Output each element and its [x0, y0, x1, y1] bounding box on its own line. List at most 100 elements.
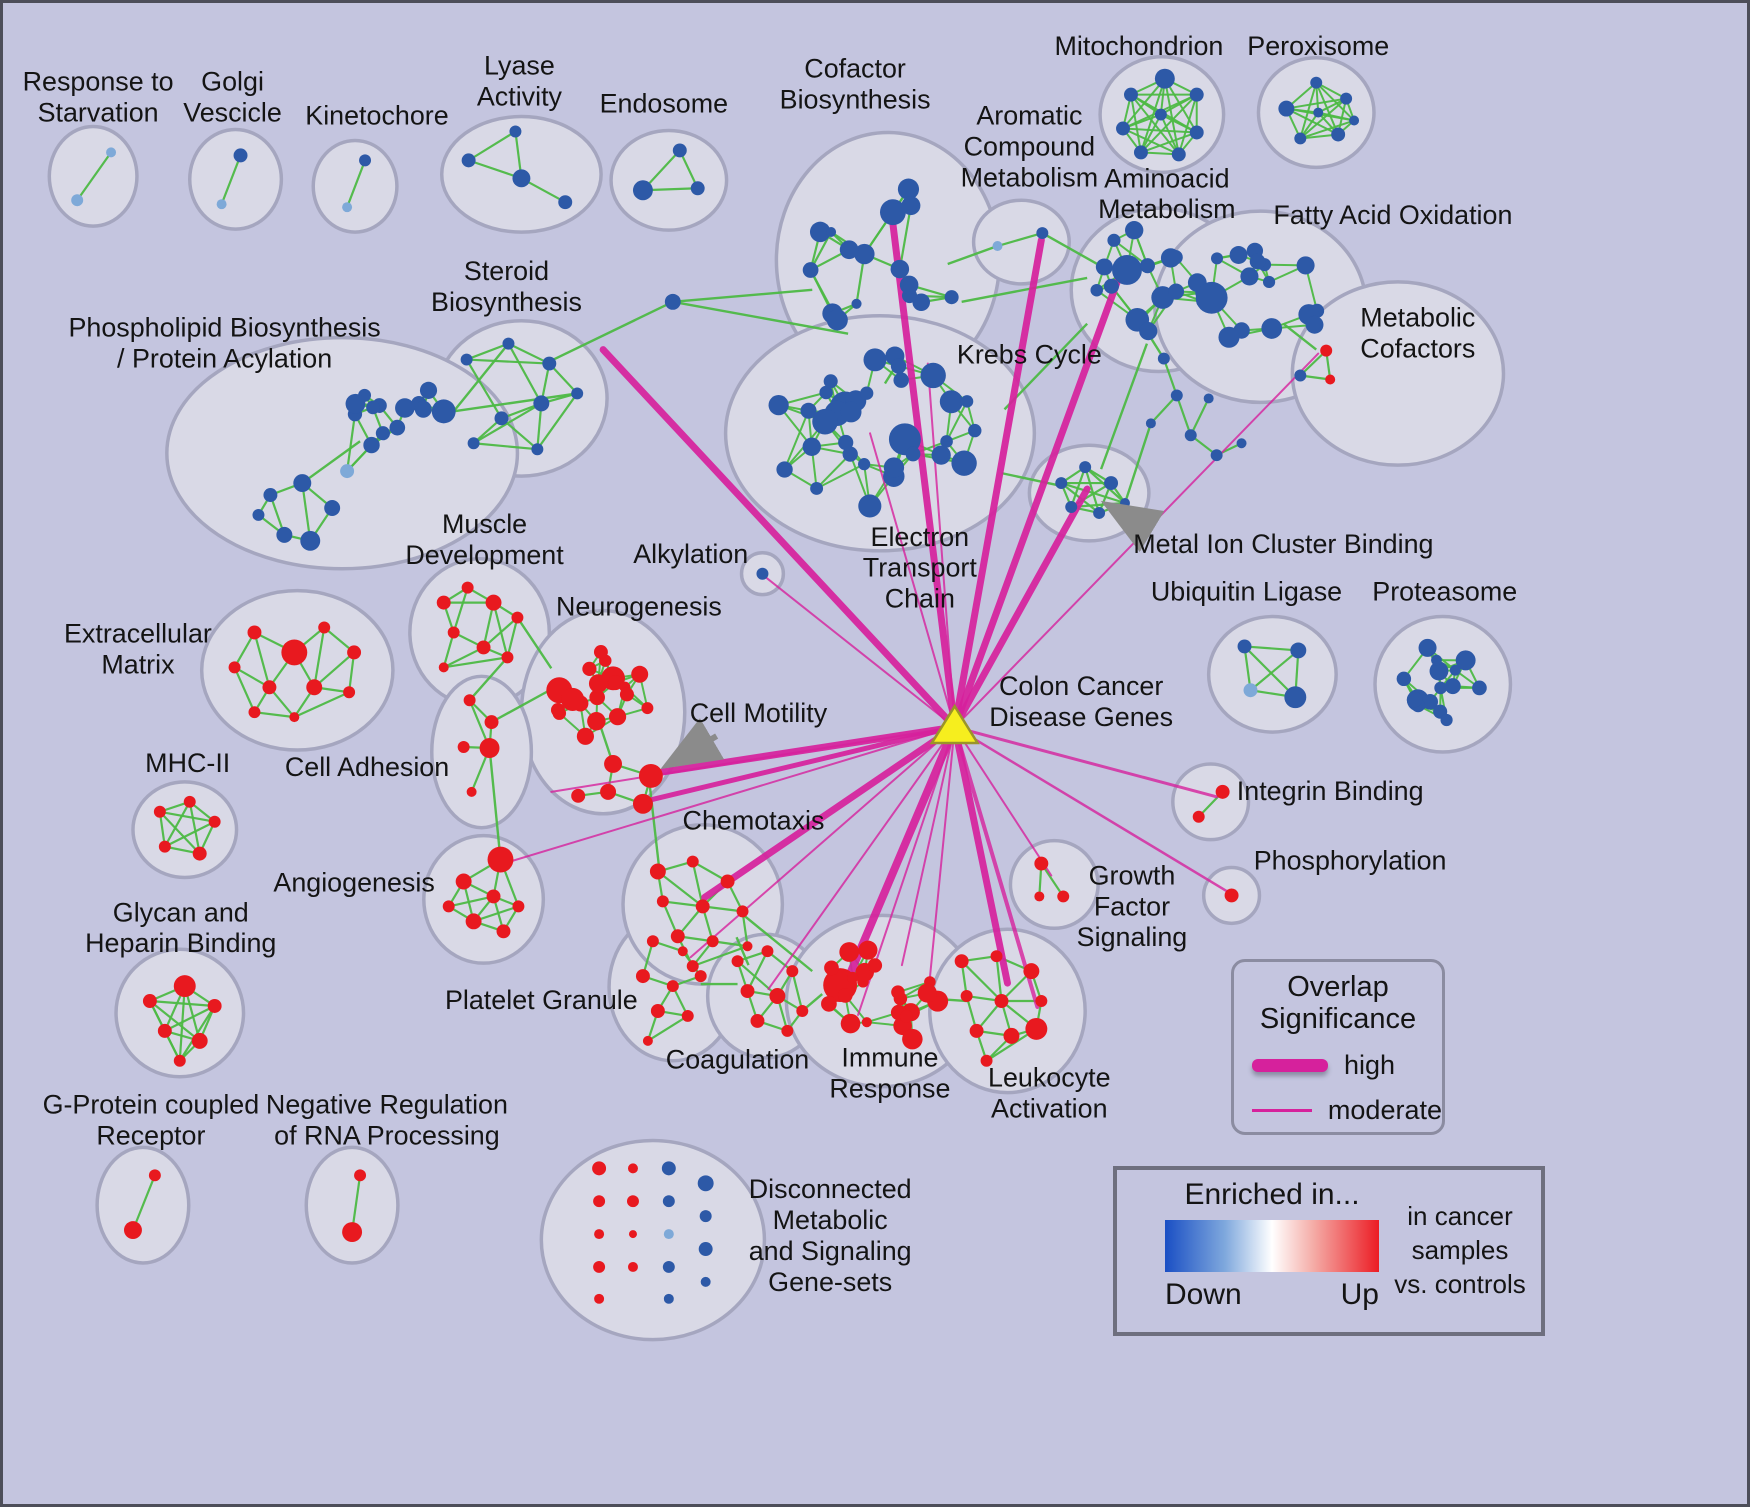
disconnected-gene-sets-node — [592, 1161, 607, 1176]
electron-transport-chain-node — [800, 402, 817, 419]
metabolic-cofactors-node — [1294, 369, 1307, 382]
phospholipid-biosynthesis-node — [340, 464, 355, 479]
cofactor-biosynthesis-node — [802, 262, 819, 278]
cell-motility-nodes-node — [638, 763, 663, 788]
g-protein-coupled-receptor-edge — [131, 1174, 156, 1231]
ubiquitin-ligase-node — [1290, 642, 1307, 659]
electron-transport-chain-node — [920, 362, 946, 389]
metabolic-trail-edge — [1162, 358, 1178, 396]
disconnected-gene-sets-node — [662, 1260, 675, 1273]
gene-overlap-edge — [490, 687, 554, 724]
neurogenesis-node — [607, 675, 624, 691]
immune-response-node — [899, 1009, 913, 1023]
metal-ion-cluster-binding-edge — [1070, 466, 1087, 508]
integrin-binding-node — [1192, 810, 1205, 823]
electron-transport-chain-node — [863, 348, 887, 372]
steroid-biosynthesis-node — [531, 443, 544, 456]
disconnected-gene-sets-node — [663, 1229, 674, 1240]
metabolic-trail-node — [1145, 418, 1156, 429]
leukocyte-activation-bubble — [928, 927, 1087, 1095]
mhc-ii-node — [208, 815, 221, 828]
disconnected-gene-sets-node — [663, 1293, 674, 1304]
proteasome-node — [1406, 691, 1423, 708]
endosome-node — [690, 181, 705, 196]
cofactor-biosynthesis-edge — [898, 205, 912, 270]
ubiquitin-ligase-label: Ubiquitin Ligase — [1151, 577, 1342, 607]
gene-overlap-edge — [516, 616, 553, 670]
proteasome-node — [1396, 671, 1412, 687]
muscle-development-node — [447, 626, 460, 639]
overlap-significance-edge — [952, 725, 1040, 1009]
mitochondrion-node — [1116, 121, 1130, 136]
ubiquitin-ligase-node — [1243, 683, 1258, 698]
electron-transport-chain-node — [940, 435, 953, 448]
platelet-granule-node — [666, 980, 679, 993]
peroxisome-node — [1313, 107, 1324, 118]
chemotaxis-edge — [691, 861, 704, 907]
electron-transport-chain-edge — [816, 463, 865, 490]
glycan-heparin-binding-node — [142, 994, 157, 1008]
peroxisome-edge — [1299, 119, 1355, 140]
disconnected-gene-sets-node — [662, 1195, 675, 1208]
fatty-acid-oxidation-node — [1296, 256, 1315, 275]
proteasome-node — [1422, 693, 1439, 710]
peroxisome-node — [1278, 100, 1295, 117]
cell-motility-nodes-node — [600, 783, 617, 800]
cell-adhesion-label: Cell Adhesion — [285, 752, 449, 782]
moderate-label: moderate — [1327, 1094, 1442, 1125]
mitochondrion-edge — [1163, 78, 1180, 155]
electron-transport-chain-node — [883, 457, 905, 478]
steroid-biosynthesis-edge — [536, 392, 579, 450]
immune-response-node — [858, 940, 878, 960]
overlap-significance-edge — [951, 485, 1091, 731]
metal-ion-cluster-binding-node — [1093, 506, 1106, 519]
legend-overlap-significance: Overlap Significance high moderate — [1231, 959, 1445, 1135]
muscle-development-edge — [443, 656, 508, 669]
electron-transport-chain-node — [802, 437, 821, 456]
alkylation-label: Alkylation — [633, 539, 748, 569]
cell-adhesion-node — [479, 738, 500, 758]
overlap-significance-edge — [953, 725, 1219, 799]
leukocyte-activation-node — [1003, 1027, 1020, 1044]
lyase-activity-node — [509, 125, 522, 138]
overlap-significance-edge — [761, 573, 956, 729]
mhc-ii-node — [158, 840, 171, 853]
extracellular-matrix-node — [306, 679, 323, 696]
golgi-vescicle-edge — [220, 154, 242, 205]
phospholipid-biosynthesis-node — [389, 419, 406, 436]
phospholipid-scatter-node — [293, 474, 312, 493]
electron-transport-chain-node — [842, 446, 858, 462]
phospholipid-biosynthesis-node — [366, 400, 380, 415]
immune-response-node — [824, 960, 839, 976]
note-line2: samples — [1411, 1235, 1509, 1266]
steroid-biosynthesis-node — [502, 337, 515, 350]
metabolic-trail-edge — [1175, 395, 1192, 436]
cofactor-biosynthesis-node — [826, 309, 848, 331]
immune-response-node — [821, 995, 837, 1012]
muscle-development-edge — [442, 632, 455, 668]
high-label: high — [1344, 1049, 1396, 1080]
mitochondrion-edge — [1163, 78, 1198, 133]
cell-adhesion-node — [466, 786, 477, 797]
overlap-significance-edge — [926, 726, 956, 1001]
gene-overlap-edge — [453, 392, 578, 413]
electron-transport-chain-node — [823, 374, 838, 389]
aromatic-compound-metabolism-edge — [997, 232, 1043, 248]
extracellular-matrix-edge — [313, 627, 326, 688]
muscle-development-edge — [452, 587, 469, 633]
down-label: Down — [1165, 1278, 1242, 1311]
gene-overlap-edge — [1282, 322, 1317, 351]
phospholipid-biosynthesis-node — [363, 436, 380, 454]
electron-transport-chain-node — [776, 461, 793, 478]
glycan-heparin-binding-node — [191, 1032, 208, 1049]
electron-transport-chain-node — [819, 385, 833, 400]
leukocyte-activation-node — [990, 950, 1003, 963]
enrichment-gradient-bar — [1165, 1220, 1379, 1272]
platelet-granule-edge — [647, 1015, 689, 1042]
disconnected-gene-sets-node — [593, 1195, 606, 1208]
